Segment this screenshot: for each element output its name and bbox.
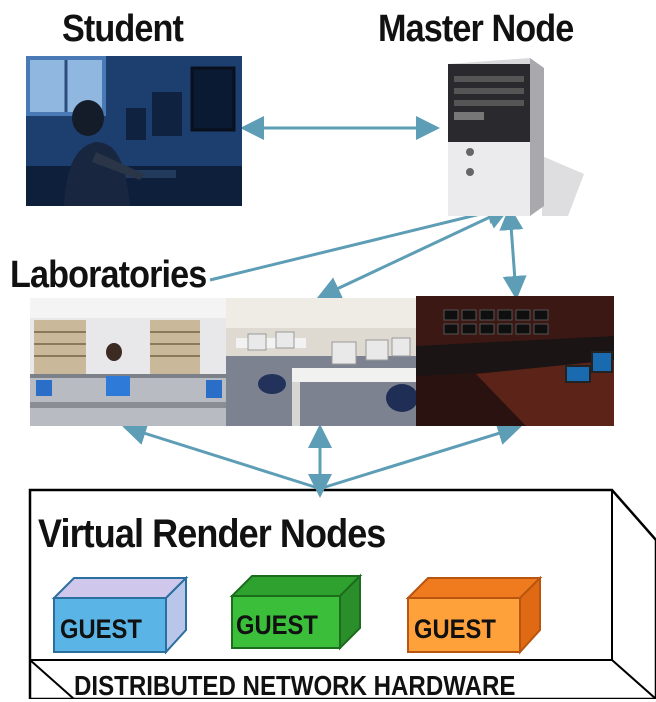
- guest-box-3: [405, 575, 543, 655]
- master-server-image: [438, 56, 588, 216]
- distributed-network-hardware-label: DISTRIBUTED NETWORK HARDWARE: [74, 670, 516, 701]
- computer-lab-photo: [226, 298, 416, 426]
- virtual-render-nodes-label: Virtual Render Nodes: [38, 512, 386, 556]
- guest-box-2: [229, 573, 363, 651]
- laboratories-label: Laboratories: [10, 254, 207, 296]
- student-label: Student: [62, 8, 184, 50]
- guest-label-1: GUEST: [60, 614, 142, 644]
- guest-label-2: GUEST: [236, 610, 318, 640]
- arrow-lab1-hub: [122, 421, 319, 490]
- connector-arrows: [122, 116, 527, 498]
- library-lab-photo: [30, 298, 226, 426]
- master-node-label: Master Node: [378, 8, 574, 50]
- control-room-photo: [416, 296, 614, 426]
- arrow-master-lab2: [316, 206, 511, 300]
- arrow-master-labs-left: [209, 200, 511, 282]
- guest-box-1: [51, 575, 189, 655]
- guest-label-3: GUEST: [414, 614, 496, 644]
- student-photo: [26, 56, 242, 206]
- arrow-lab3-hub: [321, 421, 522, 490]
- arrow-master-lab3: [499, 206, 527, 300]
